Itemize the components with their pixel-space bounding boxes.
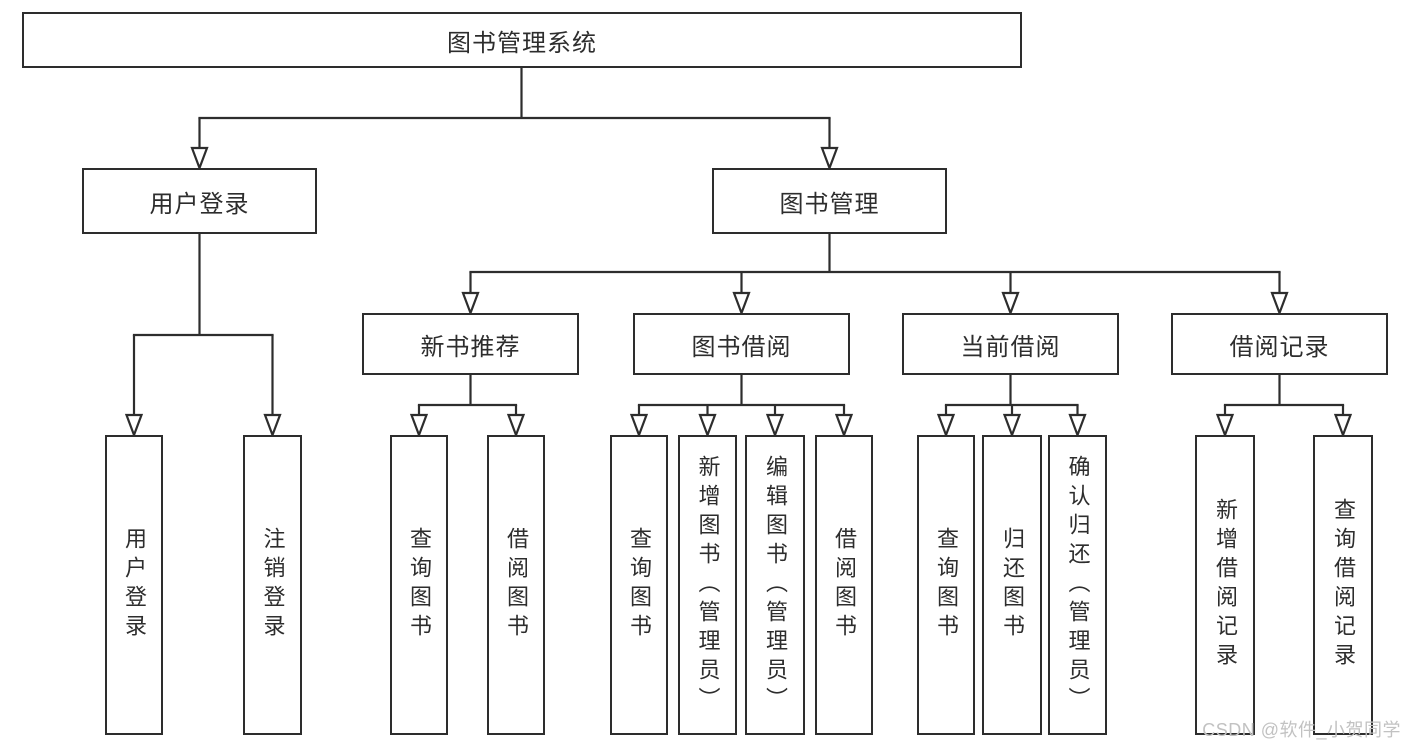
leaf-bb-borrow-books: 借阅图书 (815, 435, 873, 735)
leaf-bb-edit-books-admin-label: 编辑图书（管理员） (763, 454, 788, 716)
csdn-watermark: CSDN @软件_小贺同学 (1202, 720, 1401, 740)
leaf-br-add-record-label: 新增借阅记录 (1213, 498, 1238, 672)
leaf-logout-login-label: 注销登录 (260, 527, 286, 643)
node-library-management-system: 图书管理系统 (22, 12, 1022, 68)
branch-bars (132, 66, 1345, 407)
node-new-book-recommendation-label: 新书推荐 (420, 333, 521, 361)
leaf-br-add-record: 新增借阅记录 (1195, 435, 1255, 735)
node-book-borrowing: 图书借阅 (633, 313, 850, 375)
node-current-borrowing-label: 当前借阅 (960, 333, 1061, 361)
node-borrow-records-label: 借阅记录 (1229, 333, 1330, 361)
leaf-bb-edit-books-admin: 编辑图书（管理员） (745, 435, 805, 735)
node-new-book-recommendation: 新书推荐 (362, 313, 579, 375)
leaf-cb-return-books-label: 归还图书 (1000, 527, 1025, 643)
leaf-user-login: 用户登录 (105, 435, 163, 735)
leaf-nbr-query-books: 查询图书 (390, 435, 448, 735)
node-book-management: 图书管理 (712, 168, 947, 234)
leaf-br-query-record-label: 查询借阅记录 (1331, 498, 1356, 672)
leaf-cb-confirm-return-admin: 确认归还（管理员） (1048, 435, 1107, 735)
node-current-borrowing: 当前借阅 (902, 313, 1119, 375)
leaf-nbr-borrow-books: 借阅图书 (487, 435, 545, 735)
node-library-management-system-label: 图书管理系统 (447, 29, 597, 57)
leaf-bb-add-books-admin: 新增图书（管理员） (678, 435, 737, 735)
leaf-cb-return-books: 归还图书 (982, 435, 1042, 735)
leaf-logout-login: 注销登录 (243, 435, 302, 735)
leaf-bb-add-books-admin-label: 新增图书（管理员） (695, 454, 721, 716)
leaf-bb-borrow-books-label: 借阅图书 (832, 527, 857, 643)
leaf-cb-confirm-return-admin-label: 确认归还（管理员） (1065, 454, 1091, 716)
leaf-br-query-record: 查询借阅记录 (1313, 435, 1373, 735)
node-book-borrowing-label: 图书借阅 (691, 333, 792, 361)
leaf-cb-query-books: 查询图书 (917, 435, 975, 735)
node-user-login: 用户登录 (82, 168, 317, 234)
leaf-nbr-query-books-label: 查询图书 (407, 527, 432, 643)
node-borrow-records: 借阅记录 (1171, 313, 1388, 375)
leaf-nbr-borrow-books-label: 借阅图书 (504, 527, 529, 643)
leaf-cb-query-books-label: 查询图书 (934, 527, 959, 643)
leaf-bb-query-books-label: 查询图书 (627, 527, 652, 643)
leaf-user-login-label: 用户登录 (122, 527, 147, 643)
node-user-login-label: 用户登录 (149, 190, 250, 218)
node-book-management-label: 图书管理 (779, 190, 880, 218)
leaf-bb-query-books: 查询图书 (610, 435, 668, 735)
